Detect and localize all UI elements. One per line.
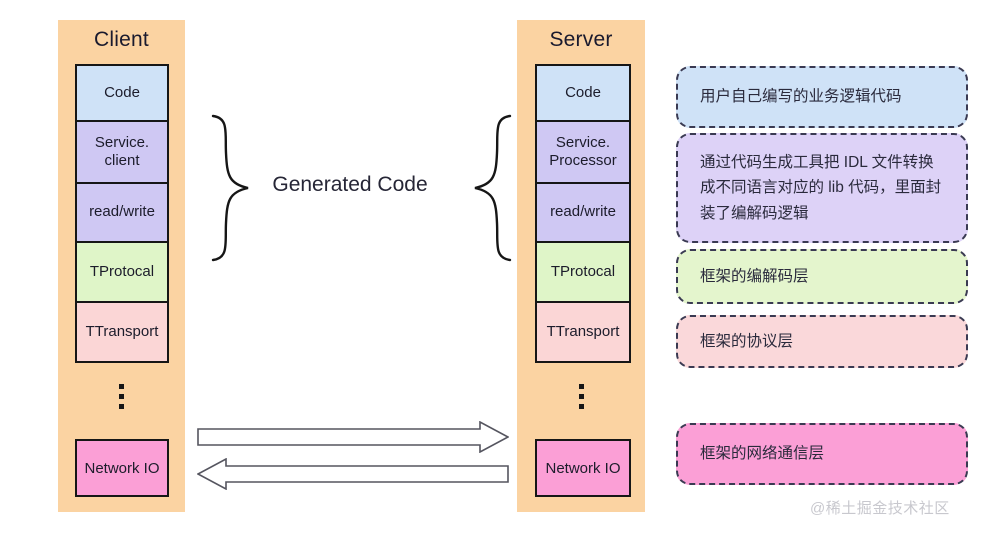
client-layer-ttransport: TTransport	[77, 303, 167, 361]
watermark: @稀土掘金技术社区	[810, 500, 950, 517]
server-layer-readwrite: read/write	[537, 184, 629, 243]
client-layer-tprotocal: TProtocal	[77, 243, 167, 303]
server-panel: Server Code Service.Processor read/write…	[517, 20, 645, 512]
callout-business-logic: 用户自己编写的业务逻辑代码	[676, 66, 968, 128]
client-layer-code: Code	[77, 66, 167, 122]
callout-text: 框架的编解码层	[700, 267, 809, 285]
client-vertical-ellipsis-icon	[58, 384, 185, 409]
callout-codec-layer: 框架的编解码层	[676, 249, 968, 304]
callout-text: 通过代码生成工具把 IDL 文件转换成不同语言对应的 lib 代码，里面封装了编…	[700, 154, 942, 222]
callout-text: 框架的协议层	[700, 332, 794, 350]
server-network-io-box: Network IO	[535, 439, 631, 497]
server-title: Server	[549, 28, 613, 51]
server-layer-tprotocal: TProtocal	[537, 243, 629, 303]
client-title: Client	[94, 28, 149, 51]
arrow-client-to-server-icon	[197, 421, 509, 453]
arrow-server-to-client-icon	[197, 458, 509, 490]
server-vertical-ellipsis-icon	[517, 384, 645, 409]
server-layer-ttransport: TTransport	[537, 303, 629, 361]
callout-network-layer: 框架的网络通信层	[676, 423, 968, 485]
server-layer-service: Service.Processor	[537, 122, 629, 184]
client-layer-stack: Code Service.client read/write TProtocal…	[75, 64, 169, 363]
left-curly-brace-icon	[205, 113, 251, 263]
callout-text: 用户自己编写的业务逻辑代码	[700, 88, 902, 106]
client-layer-service: Service.client	[77, 122, 167, 184]
right-curly-brace-icon	[472, 113, 518, 263]
callout-generated-lib: 通过代码生成工具把 IDL 文件转换成不同语言对应的 lib 代码，里面封装了编…	[676, 133, 968, 243]
client-network-io-box: Network IO	[75, 439, 169, 497]
client-panel: Client Code Service.client read/write TP…	[58, 20, 185, 512]
server-layer-code: Code	[537, 66, 629, 122]
server-layer-stack: Code Service.Processor read/write TProto…	[535, 64, 631, 363]
callout-protocol-layer: 框架的协议层	[676, 315, 968, 368]
client-layer-readwrite: read/write	[77, 184, 167, 243]
generated-code-label: Generated Code	[272, 173, 428, 196]
callout-text: 框架的网络通信层	[700, 445, 825, 463]
